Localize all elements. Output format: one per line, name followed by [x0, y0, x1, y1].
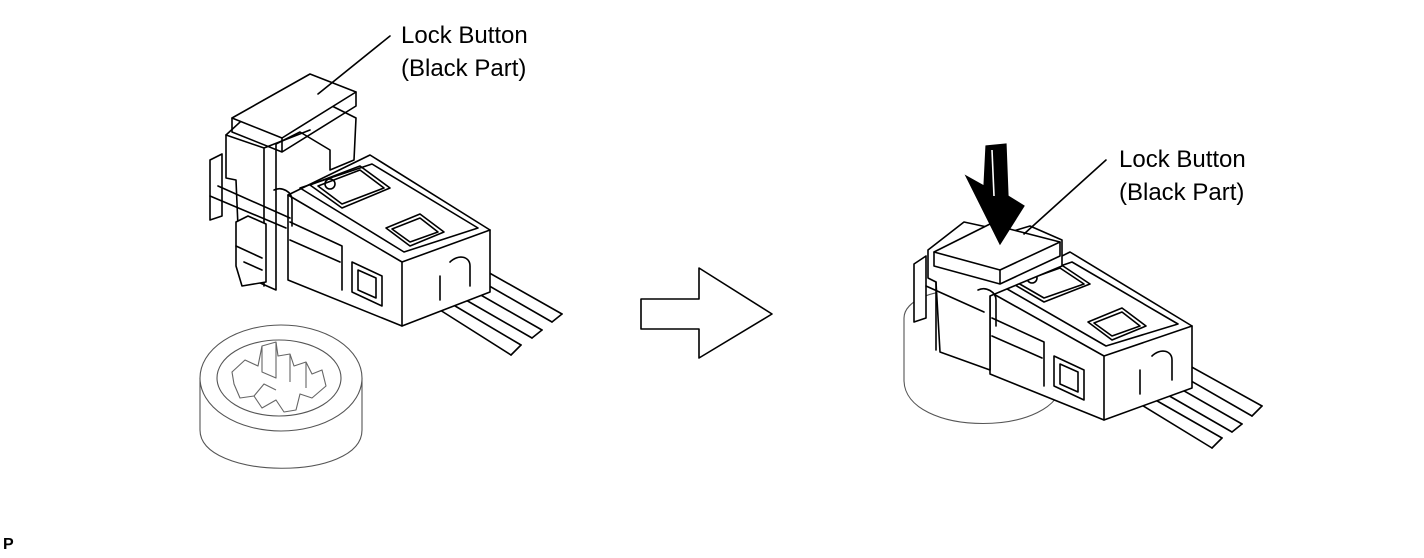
lock-button-label-right-line2: (Black Part) [1119, 179, 1245, 206]
lock-button-label-left-line1: Lock Button [401, 22, 528, 49]
lock-button-label-right-line1: Lock Button [1119, 146, 1246, 173]
solid-down-arrow-icon [964, 143, 1025, 246]
lock-button-label-right: Lock Button (Black Part) [1119, 143, 1246, 209]
lock-button-label-left: Lock Button (Black Part) [401, 19, 528, 85]
connector-right [913, 159, 1263, 449]
hollow-right-arrow-icon [640, 267, 773, 359]
sensor-socket-left [199, 324, 363, 469]
corner-code: P [3, 536, 14, 553]
connector-left [209, 35, 563, 356]
lock-button-label-left-line2: (Black Part) [401, 55, 527, 82]
